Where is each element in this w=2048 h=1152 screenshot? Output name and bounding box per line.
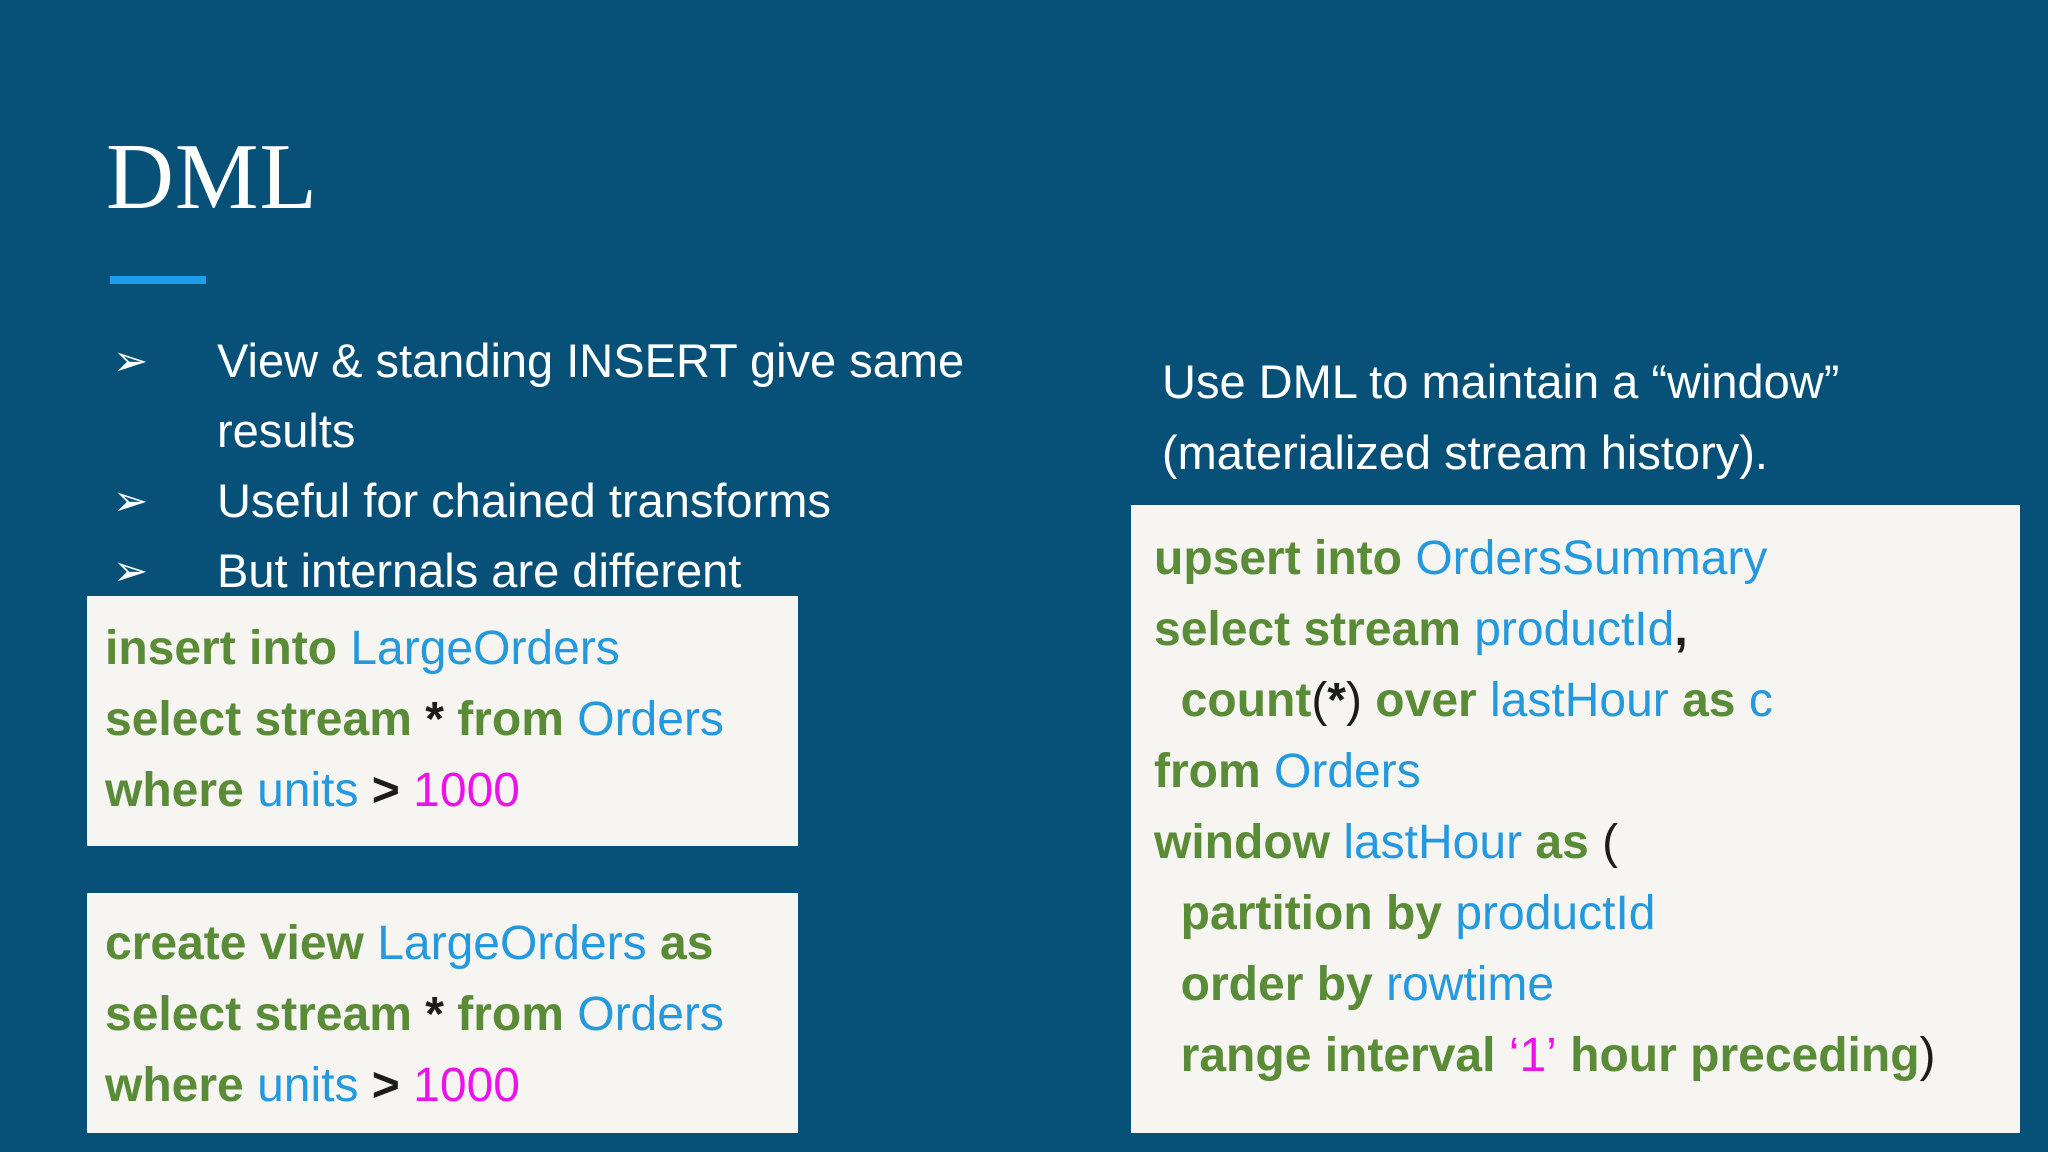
bullet-arrow-icon: ➢ [113,477,149,524]
code-block-insert: insert into LargeOrders select stream * … [87,596,798,846]
bullet-text: But internals are different [217,536,1093,606]
bullet-text-line: results [217,404,356,457]
title-underline [110,276,206,284]
code-line: from Orders [1154,745,1421,798]
code-line: select stream * from Orders [105,988,724,1041]
code-line: partition by productId [1180,887,1656,940]
code-line: range interval ‘1’ hour preceding) [1180,1029,1936,1082]
code-line: order by rowtime [1180,958,1555,1011]
code-line: select stream productId, [1154,603,1688,656]
code-block-create-view: create view LargeOrders as select stream… [87,893,798,1133]
bullet-item: ➢ View & standing INSERT give same resul… [113,326,1093,466]
code-line: upsert into OrdersSummary [1154,532,1768,585]
code-block-upsert: upsert into OrdersSummary select stream … [1131,505,2020,1133]
bullet-text-line: View & standing INSERT give same [217,334,965,387]
bullet-item: ➢ But internals are different [113,536,1093,606]
note-text-line: (materialized stream history). [1162,426,1768,479]
note-text: Use DML to maintain a “window” (material… [1162,346,1982,488]
bullet-item: ➢ Useful for chained transforms [113,466,1093,536]
bullet-list: ➢ View & standing INSERT give same resul… [113,326,1093,606]
bullet-arrow-icon: ➢ [113,547,149,594]
bullet-text: View & standing INSERT give same results [217,326,1093,466]
bullet-text-line: Useful for chained transforms [217,474,831,527]
code-line: where units > 1000 [105,764,520,817]
slide-title: DML [106,125,318,229]
note-text-line: Use DML to maintain a “window” [1162,355,1840,408]
code-line: count(*) over lastHour as c [1180,674,1773,727]
code-line: where units > 1000 [105,1059,520,1112]
code-line: create view LargeOrders as [105,917,714,970]
bullet-arrow-icon: ➢ [113,337,149,384]
code-line: select stream * from Orders [105,693,724,746]
bullet-text: Useful for chained transforms [217,466,1093,536]
bullet-text-line: But internals are different [217,544,742,597]
code-line: window lastHour as ( [1154,816,1619,869]
code-line: insert into LargeOrders [105,622,620,675]
